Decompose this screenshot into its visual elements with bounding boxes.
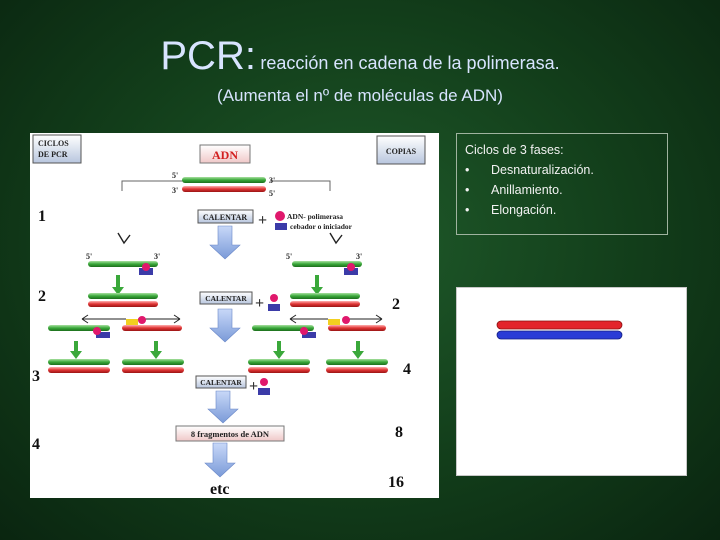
c3-duplex-b: [122, 359, 184, 373]
green-arrow-c3-b: [150, 341, 162, 359]
dna-animation-panel: [456, 287, 687, 476]
c3-duplex-d: [326, 359, 388, 373]
down-arrow-1: [209, 225, 241, 260]
calentar-label-1: CALENTAR: [203, 213, 248, 222]
page-title: PCR: reacción en cadena de la polimerasa…: [0, 34, 720, 79]
plus-2: +: [255, 295, 264, 312]
phases-box: Ciclos de 3 fases: • Desnaturalización. •…: [456, 133, 668, 235]
copies-number-16: 16: [388, 474, 404, 491]
green-arrow-c2-right: [311, 275, 323, 295]
ciclos-box: CICLOS DE PCR: [32, 134, 82, 164]
ciclos-label-1: CICLOS: [38, 139, 69, 148]
dna-animation-svg: [496, 320, 623, 340]
copies-number-2: 2: [392, 296, 400, 313]
copies-number-8: 8: [395, 424, 403, 441]
c1-left-5: 5': [86, 252, 92, 261]
cycle-number-4: 4: [32, 436, 40, 453]
adn-label: ADN: [212, 148, 238, 162]
anim-blue-strand: [496, 330, 623, 340]
c2-right-duplex: [290, 293, 360, 307]
calentar-box-1: CALENTAR: [197, 209, 254, 224]
calentar-label-3: CALENTAR: [200, 378, 242, 387]
end-5-bottom-right: 5': [269, 189, 275, 198]
cycle-number-2: 2: [38, 288, 46, 305]
phase-elongacion: Elongación.: [491, 203, 557, 217]
legend-polimerasa: ADN- polimerasa: [287, 212, 343, 221]
green-arrow-c3-a: [70, 341, 82, 359]
legend-cebador: cebador o iniciador: [290, 222, 353, 231]
title-main: PCR:: [160, 34, 256, 78]
c3-duplex-a: [48, 359, 110, 373]
polymerase-icon: [275, 211, 285, 221]
bullet-1: •: [465, 163, 470, 177]
c1-left-3: 3': [154, 252, 160, 261]
c2-expansion-right: [252, 314, 386, 338]
c1-right-5: 5': [286, 252, 292, 261]
fragments-label: 8 fragmentos de ADN: [191, 429, 270, 439]
c3-duplex-c: [248, 359, 310, 373]
end-3-top-right: 3': [269, 176, 275, 185]
c2-expansion-left: [48, 314, 182, 338]
copias-label: COPIAS: [386, 147, 417, 156]
down-arrow-2: [209, 308, 241, 343]
c2-polymerase-icon: [270, 294, 278, 302]
cycle-number-1: 1: [38, 208, 46, 225]
c1-left-strand: 5' 3': [86, 252, 160, 275]
plus-3: +: [249, 378, 258, 395]
green-arrow-c2-left: [112, 275, 124, 295]
phase-denaturalizacion: Desnaturalización.: [491, 163, 594, 177]
page-subtitle: (Aumenta el nº de moléculas de ADN): [217, 86, 503, 105]
green-arrow-c3-c: [273, 341, 285, 359]
phases-list: • Desnaturalización. • Anillamiento. • Elon…: [465, 160, 659, 220]
cycle-number-3: 3: [32, 368, 40, 385]
arrow-c1-right: [329, 232, 343, 245]
calentar-label-2: CALENTAR: [205, 294, 247, 303]
anim-red-strand: [496, 320, 623, 330]
fragments-box: 8 fragmentos de ADN: [175, 425, 285, 442]
bullet-3: •: [465, 203, 470, 217]
green-arrow-c3-d: [352, 341, 364, 359]
pcr-diagram: CICLOS DE PCR ADN COPIAS 5' 3' 3' 5' CAL…: [30, 133, 439, 498]
end-5-top-left: 5': [172, 171, 178, 180]
c2-left-duplex: [88, 293, 158, 307]
phase-item: • Elongación.: [465, 200, 659, 220]
original-dna: 5' 3' 3' 5': [172, 171, 275, 198]
primer-icon: [275, 223, 287, 230]
down-arrow-4: [204, 442, 236, 478]
phases-heading: Ciclos de 3 fases:: [465, 143, 564, 157]
end-3-bottom-left: 3': [172, 186, 178, 195]
copias-box: COPIAS: [376, 135, 426, 165]
phase-item: • Desnaturalización.: [465, 160, 659, 180]
c1-right-strand: 5' 3': [286, 252, 362, 275]
c2-primer-icon: [268, 304, 280, 311]
c3-primer-icon: [258, 388, 270, 395]
phase-anillamiento: Anillamiento.: [491, 183, 563, 197]
down-arrow-3: [207, 390, 239, 424]
bracket-line-right: [270, 180, 331, 191]
title-rest: reacción en cadena de la polimerasa.: [260, 53, 560, 73]
arrow-c1-left: [117, 232, 131, 245]
bullet-2: •: [465, 183, 470, 197]
pcr-diagram-svg: CICLOS DE PCR ADN COPIAS 5' 3' 3' 5' CAL…: [32, 134, 426, 498]
c3-polymerase-icon: [260, 378, 268, 386]
bracket-line-left: [121, 180, 185, 191]
copies-number-4: 4: [403, 361, 411, 378]
plus-1: +: [258, 212, 267, 229]
phase-item: • Anillamiento.: [465, 180, 659, 200]
ciclos-label-2: DE PCR: [38, 150, 68, 159]
etc-label: etc: [210, 481, 230, 498]
calentar-box-2: CALENTAR: [199, 291, 253, 305]
adn-box: ADN: [199, 144, 251, 164]
calentar-box-3: CALENTAR: [195, 375, 247, 389]
c1-right-3: 3': [356, 252, 362, 261]
